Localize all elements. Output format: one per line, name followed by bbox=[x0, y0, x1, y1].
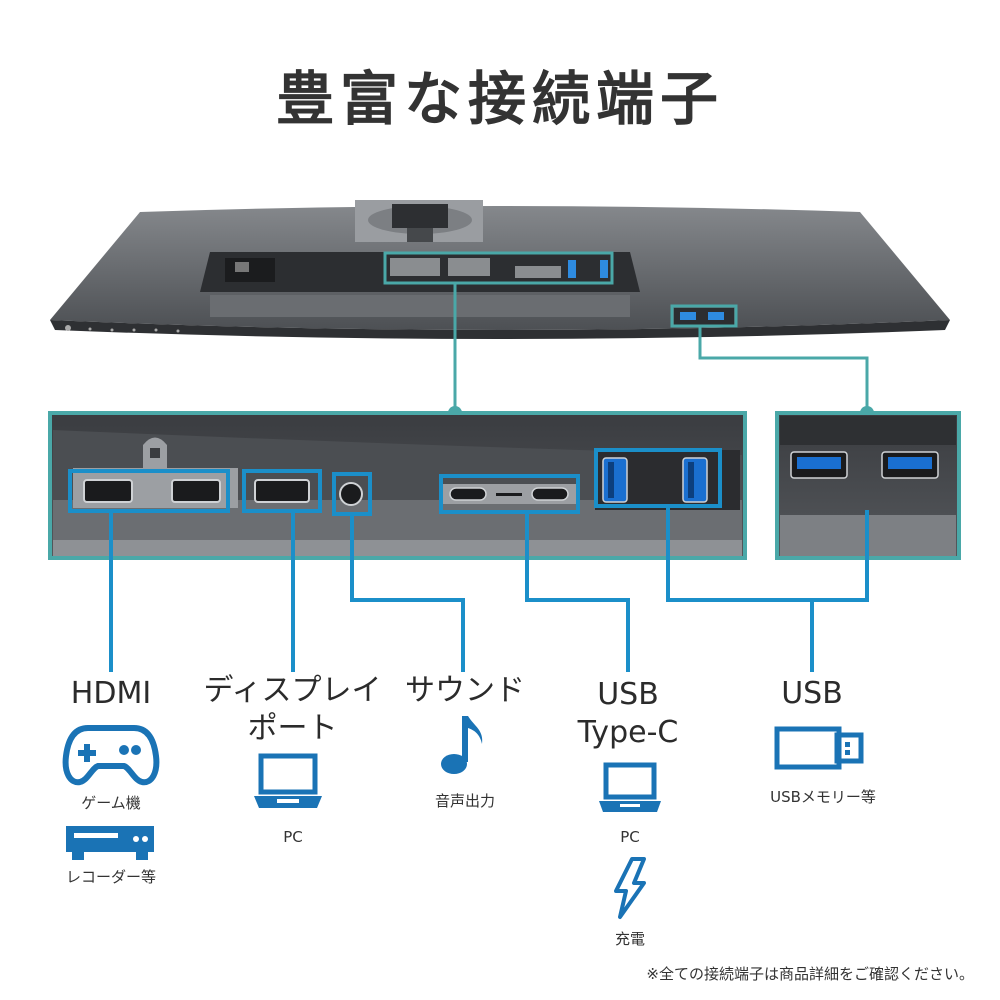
laptop-icon bbox=[599, 762, 661, 812]
hdmi-use-recorder: レコーダー等 bbox=[65, 868, 156, 886]
usb-c-use-charge: 充電 bbox=[614, 930, 645, 948]
sound-use-audio-out: 音声出力 bbox=[434, 792, 495, 810]
recorder-icon bbox=[66, 826, 154, 860]
lightning-icon bbox=[614, 857, 646, 919]
footnote: ※全ての接続端子は商品詳細をご確認ください。 bbox=[646, 965, 974, 983]
hdmi-label: HDMI bbox=[70, 676, 152, 711]
hdmi-use-game: ゲーム機 bbox=[81, 794, 141, 812]
usb-label: USB bbox=[781, 676, 843, 711]
usb-c-use-pc: PC bbox=[620, 828, 640, 846]
usb-stick-icon bbox=[774, 726, 864, 770]
displayport-use-pc: PC bbox=[283, 828, 303, 846]
music-note-icon bbox=[441, 716, 483, 774]
sound-label: サウンド bbox=[405, 673, 525, 708]
page-title: 豊富な接続端子 bbox=[275, 65, 724, 133]
laptop-icon bbox=[254, 753, 322, 808]
usb-use-memory: USBメモリー等 bbox=[770, 788, 876, 806]
displayport-label: ディスプレイポート bbox=[203, 673, 382, 746]
gamepad-icon bbox=[62, 725, 160, 786]
